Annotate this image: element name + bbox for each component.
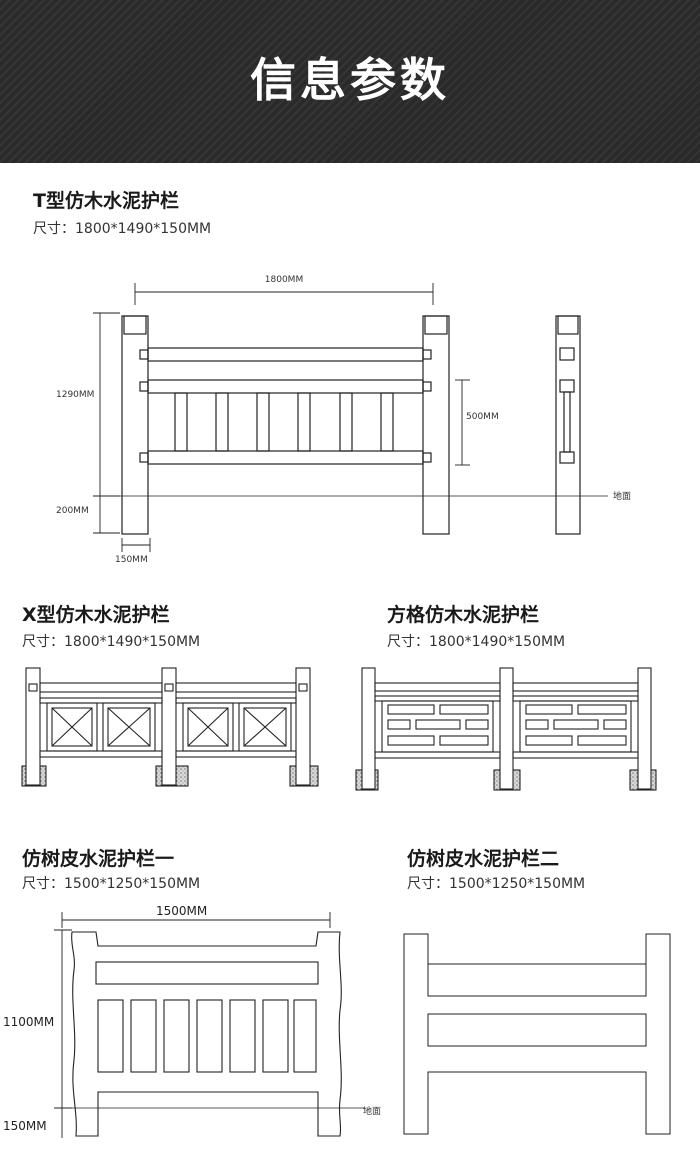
dim-t-width: 1800MM: [265, 275, 303, 285]
dim-t-height: 1290MM: [56, 390, 94, 400]
dim-t-gap: 500MM: [466, 412, 499, 422]
dim-bark-height: 1100MM: [3, 1015, 54, 1029]
product-title-t-type: T型仿木水泥护栏: [33, 190, 179, 212]
product-size-t-type: 尺寸：1800*1490*150MM: [33, 221, 212, 237]
dim-t-ground: 200MM: [56, 506, 89, 516]
grid-type-drawing: [355, 667, 657, 791]
dim-t-post: 150MM: [115, 555, 148, 565]
dim-bark-ground: 150MM: [3, 1119, 47, 1133]
x-type-drawing: [21, 667, 319, 787]
product-title-grid-type: 方格仿木水泥护栏: [387, 604, 540, 626]
ground-label-bark: 地面: [363, 1105, 381, 1117]
bark-type-one-drawing: [54, 912, 365, 1138]
dim-bark-width: 1500MM: [156, 904, 207, 918]
product-size-bark-two: 尺寸：1500*1250*150MM: [407, 876, 586, 892]
product-size-bark-one: 尺寸：1500*1250*150MM: [22, 876, 201, 892]
bark-type-two-drawing: [403, 933, 671, 1135]
t-type-front-drawing: [93, 283, 608, 552]
product-size-grid-type: 尺寸：1800*1490*150MM: [387, 634, 566, 650]
t-type-side-drawing: [555, 315, 581, 535]
header-banner: 信息参数: [0, 0, 700, 163]
product-title-x-type: X型仿木水泥护栏: [22, 604, 170, 626]
product-title-bark-one: 仿树皮水泥护栏一: [22, 848, 175, 870]
page-title: 信息参数: [250, 53, 450, 107]
product-size-x-type: 尺寸：1800*1490*150MM: [22, 634, 201, 650]
product-title-bark-two: 仿树皮水泥护栏二: [407, 848, 560, 870]
ground-label-t: 地面: [613, 490, 631, 502]
